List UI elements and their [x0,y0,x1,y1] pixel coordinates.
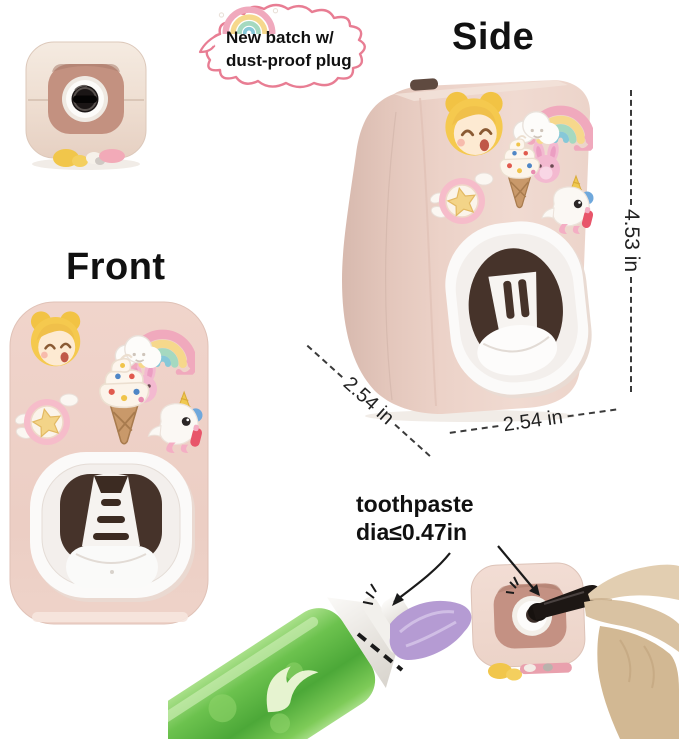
toothpaste-tube-photo [168,596,472,739]
callout-line1: New batch w/ [226,28,334,47]
front-heading: Front [66,246,166,288]
callout-line2: dust-proof plug [226,50,352,70]
dust-proof-plug [528,585,602,621]
dimension-height: 4.53 in [613,90,649,392]
girl-face-decoration [29,310,82,368]
hand [584,564,679,739]
front-dispense-recess [30,452,195,602]
rainbow-icon [218,6,279,34]
width-dash-left [449,425,499,434]
callout-text: New batch w/ dust-proof plug [226,27,352,73]
diameter-annotation: toothpaste dia≤0.47in [356,490,474,546]
side-heading: Side [452,16,535,58]
top-view-dispenser-photo [25,41,147,170]
side-view-dispenser-photo [342,78,595,422]
diameter-annotation-line1: toothpaste [356,491,474,517]
height-label: 4.53 in [620,209,643,273]
callout-bubble: New batch w/ dust-proof plug [196,0,380,96]
dolphin-design [266,666,319,713]
height-dash-bottom [630,276,632,392]
diameter-annotation-line2: dia≤0.47in [356,519,468,546]
width-dash-right [567,408,617,418]
front-view-dispenser-photo [9,301,209,625]
height-dash-top [630,90,632,206]
side-dispense-recess [445,221,592,399]
depth-dash-right [393,423,431,457]
girl-face-decoration [443,90,505,158]
hand-plug-demo-photo [470,562,679,739]
